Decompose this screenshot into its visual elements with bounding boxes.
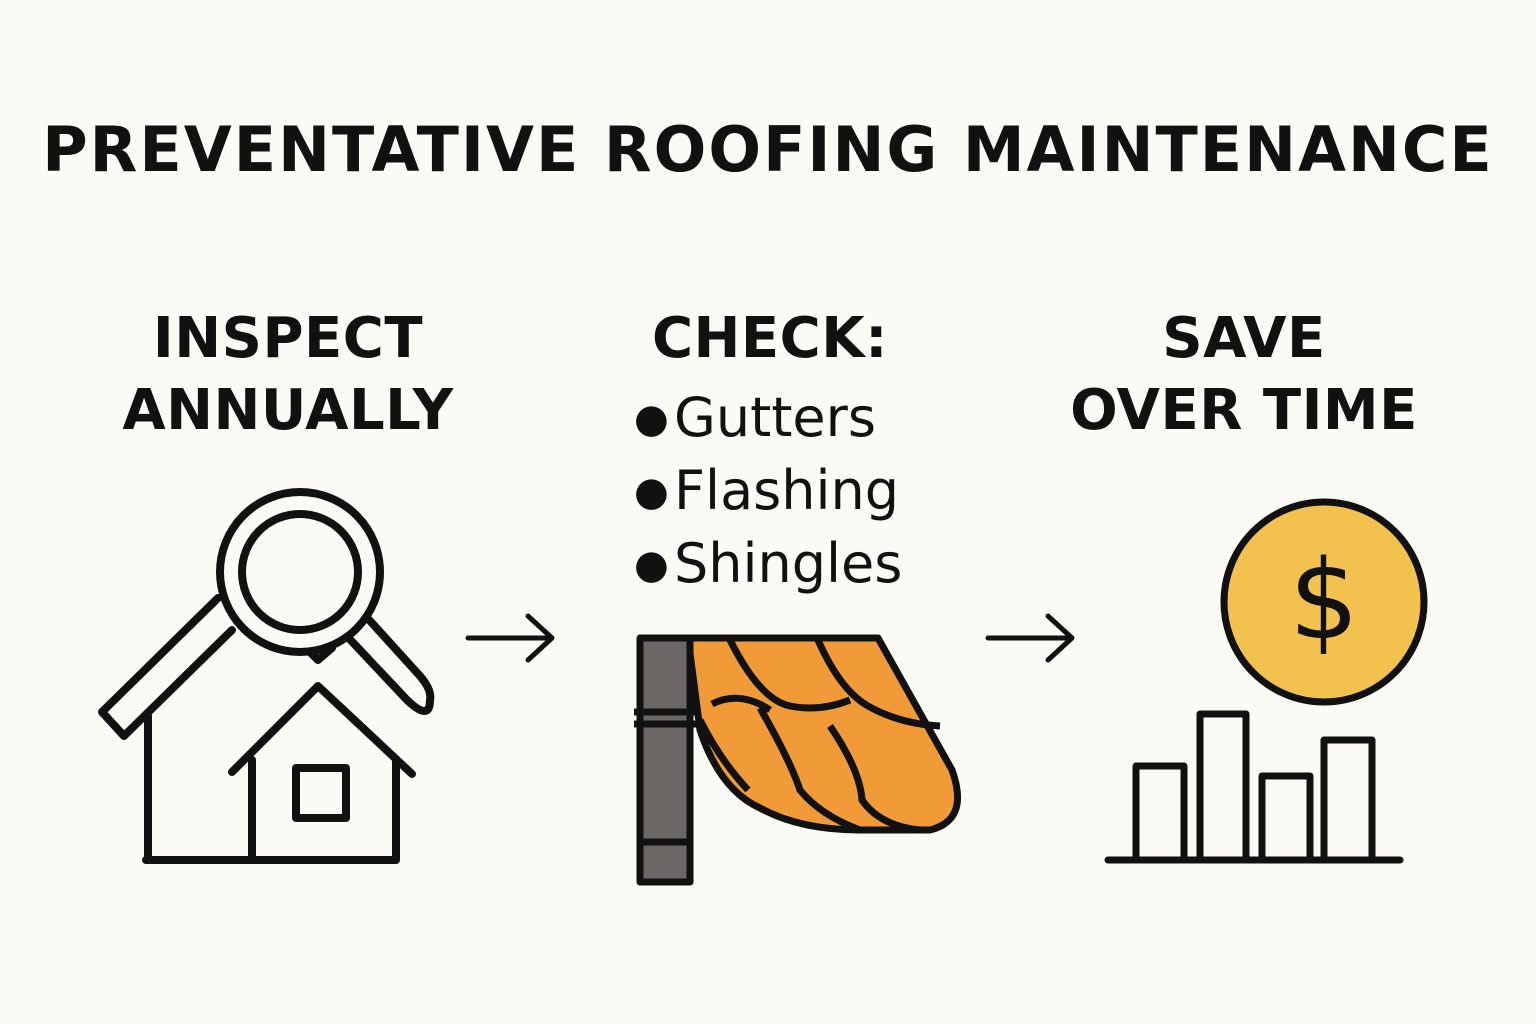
- coin: [1220, 498, 1428, 706]
- gutter-bands: [634, 708, 700, 846]
- magnifier-lens-inner: [238, 510, 362, 634]
- house-window: [292, 764, 350, 822]
- shingle-roof: [684, 634, 962, 834]
- step-inspect-heading-line-2: ANNUALLY: [122, 378, 454, 443]
- bullet-icon: ●: [634, 542, 669, 588]
- bullet-icon: ●: [634, 469, 669, 515]
- check-list-item: ●Shingles: [634, 528, 902, 601]
- check-item-flashing: Flashing: [674, 459, 900, 522]
- arrow-right-icon: [985, 613, 1075, 663]
- house-roof: [98, 594, 236, 740]
- check-item-shingles: Shingles: [674, 532, 903, 595]
- gutter-shingles-icon: [634, 634, 962, 886]
- house-gable: [228, 682, 416, 864]
- step-check-heading: CHECK:: [570, 303, 970, 375]
- check-list-item: ●Flashing: [634, 455, 902, 528]
- step-inspect-heading: INSPECT ANNUALLY: [88, 303, 488, 447]
- check-item-gutters: Gutters: [674, 386, 876, 449]
- chart-bar: [1132, 762, 1188, 864]
- step-save-heading-line-2: OVER TIME: [1070, 378, 1418, 443]
- coin-bar-chart-icon: $: [1104, 498, 1428, 864]
- check-list-item: ●Gutters: [634, 382, 902, 455]
- shingle-lines: [696, 638, 941, 834]
- arrow-right-icon: [465, 613, 555, 663]
- chart-bar: [1320, 736, 1376, 864]
- chart-bar: [1196, 710, 1250, 864]
- house-magnifier-icon: [98, 488, 435, 864]
- step-save-heading-line-1: SAVE: [1162, 306, 1326, 371]
- bullet-icon: ●: [634, 396, 669, 442]
- page-title: PREVENTATIVE ROOFING MAINTENANCE: [42, 113, 1494, 186]
- coin-dollar-symbol: $: [1289, 536, 1359, 664]
- step-inspect-heading-line-1: INSPECT: [152, 306, 424, 371]
- step-save-heading: SAVE OVER TIME: [1044, 303, 1444, 447]
- magnifier-handle: [339, 608, 435, 715]
- step-check-heading-line-1: CHECK:: [651, 306, 889, 371]
- house-walls: [142, 712, 400, 864]
- chart-bar: [1258, 772, 1314, 864]
- check-list: ●Gutters ●Flashing ●Shingles: [634, 382, 902, 601]
